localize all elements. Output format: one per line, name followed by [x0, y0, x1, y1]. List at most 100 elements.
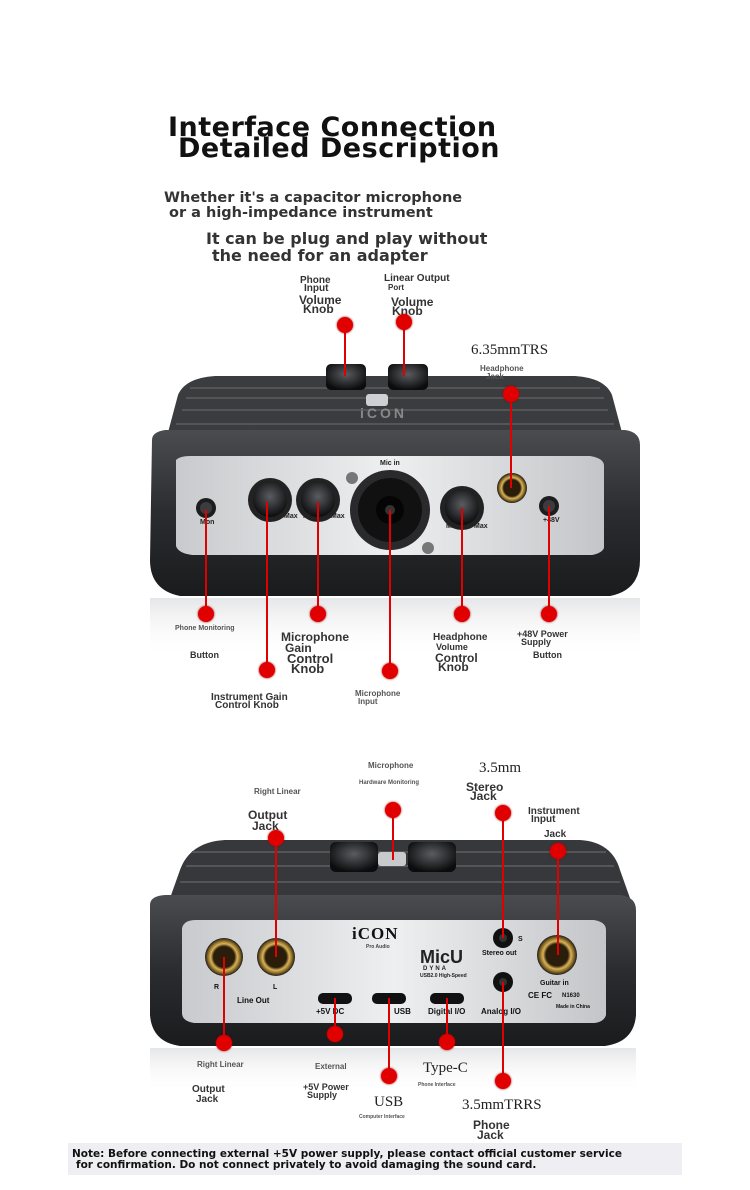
label-linear-output-1: Linear Output	[384, 273, 450, 284]
label-headphone-volume-3: Control	[435, 651, 478, 665]
panel-model: MicU	[420, 947, 464, 967]
panel-made-in: Made in China	[556, 1004, 590, 1010]
pointer-headphone-volume	[454, 606, 470, 622]
pointer-line-hardware-monitoring	[392, 814, 394, 860]
label-instrument-gain-1: Instrument Gain	[211, 692, 288, 703]
subtitle2-line2: the need for an adapter	[212, 246, 428, 265]
label-5v-power-2: Supply	[307, 1090, 338, 1100]
label-output-jack-bottom-1: Output	[192, 1084, 225, 1095]
pointer-stereo	[495, 805, 511, 821]
pointer-line-trrs	[502, 982, 504, 1080]
label-output-jack-top-1: Output	[248, 808, 288, 822]
pointer-hardware-monitoring	[385, 802, 401, 818]
label-phone-input-2: Input	[304, 283, 329, 294]
label-instrument-gain-2: Control Knob	[215, 700, 279, 711]
pointer-right-output-bottom	[216, 1035, 232, 1051]
panel-code: N1630	[562, 993, 580, 999]
pointer-line-typec	[446, 998, 448, 1042]
panel-r: R	[214, 984, 220, 991]
label-stereo-jack-2: Jack	[470, 789, 497, 803]
label-headphone-jack-1: Headphone	[480, 364, 524, 373]
label-right-linear-bottom: Right Linear	[197, 1060, 244, 1069]
label-headphone-volume-2: Volume	[436, 642, 468, 652]
pointer-line-mic-gain	[317, 502, 319, 614]
label-48v-power-2: Supply	[521, 637, 552, 647]
page-title-line1: Interface Connection	[168, 112, 497, 143]
panel-model-desc: USB2.0 High-Speed	[420, 973, 467, 979]
panel-min3: Mi	[446, 523, 454, 530]
pointer-line-phone-volume	[344, 326, 346, 376]
panel-48v: +48V	[543, 517, 560, 524]
label-microphone: Microphone	[368, 761, 414, 770]
panel-max1: Max	[284, 513, 298, 520]
pointer-headphone-jack	[503, 386, 519, 402]
label-phone-input-1: Phone	[300, 275, 331, 286]
pointer-line-48v	[548, 506, 550, 614]
label-phone-interface: Phone Interface	[418, 1082, 456, 1088]
panel-model-sub: DYNA	[423, 966, 449, 972]
label-phone-jack-1: Phone	[473, 1118, 510, 1132]
pointer-48v	[541, 606, 557, 622]
pointer-line-5v	[334, 998, 336, 1034]
label-mic-input-1: Microphone	[355, 689, 401, 698]
subtitle-line2: or a high-impedance instrument	[169, 205, 433, 221]
pointer-right-output-top	[268, 830, 284, 846]
pointer-trrs	[495, 1073, 511, 1089]
pointer-line-right-output-bottom	[223, 957, 225, 1041]
pointer-line-mon	[205, 510, 207, 613]
subtitle2-line1: It can be plug and play without	[206, 229, 488, 248]
label-external: External	[315, 1062, 347, 1071]
label-phone-monitoring: Phone Monitoring	[175, 625, 235, 632]
panel-usb: USB	[394, 1007, 411, 1016]
label-mic-gain-1: Microphone	[281, 630, 349, 644]
pointer-mic-input	[382, 663, 398, 679]
panel-analog-io: Analog I/O	[481, 1007, 521, 1016]
label-phone-jack-2: Jack	[477, 1128, 504, 1142]
pointer-line-stereo	[502, 816, 504, 938]
label-trs: 6.35mmTRS	[471, 342, 549, 358]
label-48v-power-1: +48V Power	[517, 629, 568, 639]
label-phone-input-4: Knob	[303, 302, 334, 316]
label-stereo-jack-1: Stereo	[466, 780, 504, 794]
pointer-instrument-gain	[259, 662, 275, 678]
panel-5v-dc: +5V DC	[316, 1007, 345, 1016]
pointer-line-instrument	[557, 852, 559, 955]
panel-mic-in: Mic in	[380, 460, 400, 467]
subtitle-line1: Whether it's a capacitor microphone	[164, 190, 463, 206]
pointer-mon	[198, 606, 214, 622]
label-mic-gain-3: Control	[287, 651, 334, 666]
label-right-linear-top: Right Linear	[254, 787, 301, 796]
label-stereo-35: 3.5mm	[479, 760, 522, 776]
panel-line-out: Line Out	[237, 996, 270, 1005]
pointer-line-mic-input	[389, 510, 391, 670]
panel-guitar-in: Guitar in	[540, 980, 569, 987]
pointer-line-linear-volume	[403, 322, 405, 376]
note-line2: for confirmation. Do not connect private…	[76, 1159, 537, 1171]
note-line1: Note: Before connecting external +5V pow…	[72, 1148, 622, 1160]
pointer-line-usb	[388, 998, 390, 1076]
label-trrs: 3.5mmTRRS	[462, 1097, 542, 1113]
rear-device	[150, 840, 636, 1093]
label-button-2: Button	[533, 650, 562, 660]
label-computer-interface: Computer Interface	[359, 1114, 405, 1120]
label-phone-input-3: Volume	[299, 293, 342, 307]
label-instrument-input-3: Jack	[544, 829, 567, 840]
pointer-usb	[381, 1068, 397, 1084]
label-usb-bottom: USB	[374, 1094, 404, 1110]
label-hardware-monitoring: Hardware Monitoring	[359, 780, 420, 786]
panel-s: S	[518, 936, 523, 943]
note-box: Note: Before connecting external +5V pow…	[68, 1143, 682, 1175]
label-headphone-volume-4: Knob	[438, 660, 469, 674]
label-instrument-input-2: Input	[531, 814, 556, 825]
pointer-line-headphone-volume	[461, 508, 463, 614]
pointer-phone-volume	[337, 317, 353, 333]
label-mic-gain-2: Gain	[285, 641, 312, 655]
panel-l: L	[273, 984, 278, 991]
pointer-line-instrument-gain	[266, 502, 268, 670]
pointer-instrument	[550, 843, 566, 859]
label-mic-gain-4: Knob	[291, 661, 325, 676]
pointer-mic-gain	[310, 606, 326, 622]
label-linear-output-3: Volume	[391, 295, 434, 309]
panel-max2: Max	[331, 513, 345, 520]
